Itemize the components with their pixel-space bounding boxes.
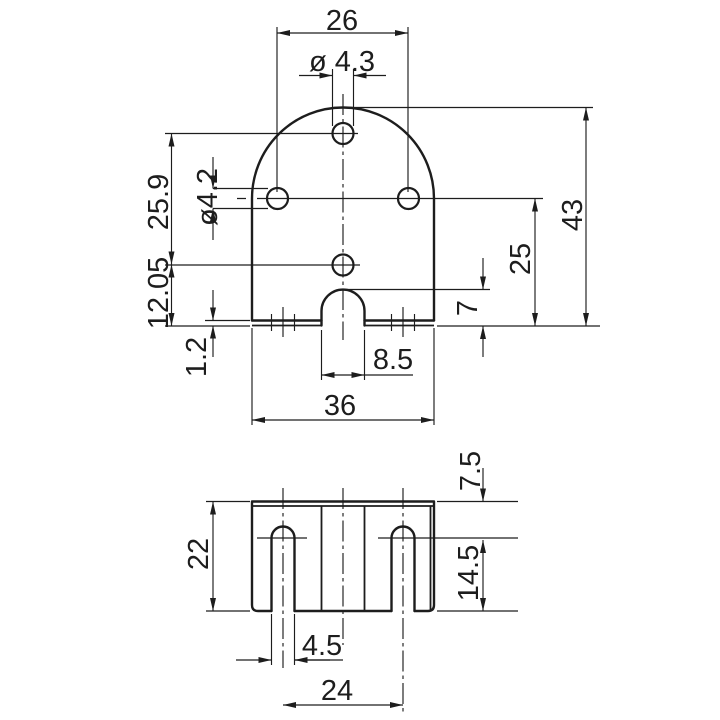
dim-label-overall-height: 43 bbox=[557, 199, 589, 231]
top-view: 26 ø 4.3 25.9 ø4.2 12.05 bbox=[143, 5, 600, 425]
dim-slot-width: 4.5 bbox=[236, 614, 343, 665]
dim-center-hole-to-bottom: 12.05 bbox=[143, 257, 175, 330]
extension-lines bbox=[213, 187, 268, 210]
extension-lines bbox=[270, 614, 296, 665]
dim-label-overall-width: 36 bbox=[324, 390, 356, 422]
dim-label-slot-top-offset: 7.5 bbox=[455, 451, 487, 491]
dim-hole-pitch: 26 bbox=[276, 5, 409, 192]
dim-label-upper-hole-offset: 25.9 bbox=[143, 174, 175, 230]
dim-side-hole-to-bottom: 25 bbox=[437, 198, 600, 327]
bottom-ref-extension bbox=[165, 319, 250, 327]
dim-label-front-height: 22 bbox=[183, 538, 215, 570]
dim-label-slot-pitch: 24 bbox=[321, 675, 353, 707]
extension-lines bbox=[251, 328, 435, 425]
dim-label-side-hole-diameter: ø4.2 bbox=[192, 168, 224, 226]
dim-upper-hole-offset: 25.9 bbox=[143, 133, 175, 265]
dim-tab-protrusion: 1.2 bbox=[181, 290, 216, 377]
dim-slot-top-offset: 7.5 bbox=[437, 451, 518, 503]
dim-label-center-hole-to-bottom: 12.05 bbox=[143, 257, 175, 330]
tab-edge-ticks bbox=[270, 314, 416, 331]
dim-label-notch-width: 8.5 bbox=[373, 344, 413, 376]
dim-label-hole-pitch: 26 bbox=[326, 5, 358, 37]
dim-front-height: 22 bbox=[183, 500, 250, 612]
dim-slot-pitch: 24 bbox=[283, 675, 403, 708]
extension-lines bbox=[320, 330, 366, 380]
extension-lines bbox=[331, 69, 355, 126]
dim-slot-depth: 14.5 bbox=[437, 540, 518, 612]
front-view: 22 7.5 14.5 4.5 24 bbox=[183, 451, 518, 712]
dim-label-notch-height: 7 bbox=[452, 300, 484, 316]
dim-label-slot-depth: 14.5 bbox=[453, 545, 485, 601]
extension-lines bbox=[276, 27, 409, 192]
center-notch-edges bbox=[320, 506, 366, 611]
dim-label-slot-width: 4.5 bbox=[302, 630, 342, 662]
dim-overall-width: 36 bbox=[251, 328, 435, 425]
tab-center-ticks bbox=[282, 307, 404, 337]
dim-overall-height: 43 bbox=[343, 106, 593, 326]
dim-notch-width: 8.5 bbox=[320, 330, 413, 380]
dim-label-top-hole-diameter: ø 4.3 bbox=[309, 46, 375, 78]
dim-notch-height: 7 bbox=[343, 258, 490, 357]
dim-side-hole-diameter: ø4.2 bbox=[192, 157, 268, 240]
dim-label-tab-protrusion: 1.2 bbox=[181, 337, 213, 377]
dim-top-hole-diameter: ø 4.3 bbox=[299, 46, 386, 126]
dim-label-side-hole-to-bottom: 25 bbox=[505, 243, 537, 275]
